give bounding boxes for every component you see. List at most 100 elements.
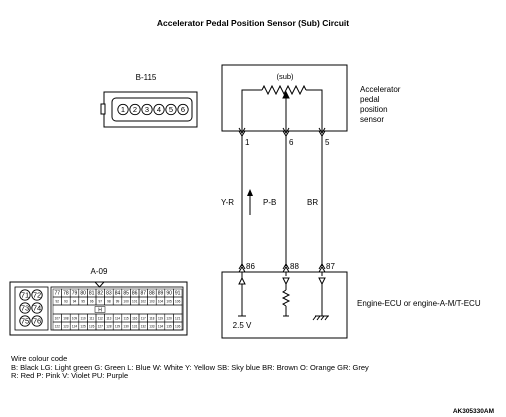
a09-cell-label: 129 [115, 325, 121, 329]
connector-a09-label: A-09 [91, 267, 108, 276]
a09-cell-label: 82 [98, 291, 104, 297]
b115-pin-label: 4 [157, 105, 161, 114]
sensor-sub-label: (sub) [276, 72, 294, 81]
a09-round-pin [19, 315, 31, 327]
a09-round-pin-label: 72 [33, 291, 41, 300]
b115-pin-label: 1 [121, 105, 125, 114]
a09-cell-label: 81 [89, 291, 95, 297]
a09-cell-label: 122 [55, 325, 61, 329]
a09-cell-label: 96 [90, 300, 94, 304]
a09-cell-label: 127 [98, 325, 104, 329]
a09-cell-label: 128 [106, 325, 112, 329]
legend-line-2: R: Red P: Pink V: Violet PU: Purple [11, 371, 129, 381]
a09-cell-label: 80 [80, 291, 86, 297]
wires [241, 136, 323, 266]
ecu-terminal-86: 86 [246, 262, 255, 271]
b115-pin [141, 103, 153, 116]
a09-round-pin [31, 302, 43, 314]
a09-cell [173, 321, 183, 331]
ecu-terminal-markers [238, 263, 326, 273]
a09-cell-label: 79 [72, 291, 78, 297]
b115-pin [117, 103, 129, 116]
voltage-source [238, 272, 246, 317]
ecu-box [221, 271, 348, 339]
sensor-terminal-5: 5 [325, 138, 330, 147]
sensor-terminal-markers [238, 127, 326, 137]
ecu-terminal-88: 88 [290, 262, 299, 271]
a09-round-pin-label: 75 [21, 317, 29, 326]
a09-cell-label: 97 [99, 300, 103, 304]
a09-cell-label: 125 [80, 325, 86, 329]
ecu-terminal-87: 87 [326, 262, 335, 271]
a09-cell-label: 114 [115, 317, 120, 321]
b115-pin-label: 2 [133, 105, 137, 114]
a09-cell-label: 85 [123, 291, 129, 297]
a09-cell-label: 108 [63, 317, 69, 321]
a09-cell-label: 107 [55, 317, 61, 321]
a09-round-pin-label: 71 [21, 291, 29, 300]
voltage-label: 2.5 V [233, 321, 252, 330]
a09-cell-label: 84 [115, 291, 121, 297]
a09-mid-band [52, 304, 183, 315]
a09-cell-label: 116 [132, 317, 137, 321]
a09-round-pin [31, 315, 43, 327]
a09-round-pin [19, 302, 31, 314]
a09-round-pin [31, 289, 43, 301]
sensor-terminal-6: 6 [289, 138, 294, 147]
a09-cell-label: 119 [158, 317, 163, 321]
a09-cell-label: 132 [141, 325, 147, 329]
a09-round-pin-label: 73 [21, 304, 29, 313]
a09-cell-label: 98 [107, 300, 111, 304]
a09-cell-label: 136 [175, 325, 181, 329]
a09-cell-label: 110 [81, 317, 86, 321]
a09-cell-label: 123 [63, 325, 69, 329]
a09-cell-label: 87 [141, 291, 147, 297]
a09-cell-label: 131 [132, 325, 138, 329]
a09-cell-label: 101 [132, 300, 138, 304]
a09-cell-label: 120 [166, 317, 172, 321]
sensor-name-line-1: Accelerator [360, 85, 401, 94]
connector-b115-label: B-115 [136, 73, 157, 82]
b115-pin [153, 103, 165, 116]
a09-cell-label: 93 [64, 300, 68, 304]
a09-cell-label: 124 [72, 325, 78, 329]
wire-colour-legend: Wire colour code B: Black LG: Light gree… [11, 354, 369, 381]
a09-cell-label: 90 [166, 291, 172, 297]
wire-code-br: BR [307, 198, 318, 207]
sensor-name-line-2: pedal [360, 95, 380, 104]
a09-round-pin-label: 76 [33, 317, 41, 326]
a09-cell-label: 99 [116, 300, 120, 304]
sensor-name: Accelerator pedal position sensor [360, 85, 401, 124]
a09-key [94, 306, 106, 313]
a09-cell-label: 91 [175, 291, 181, 297]
b115-pin [165, 103, 177, 116]
a09-cell-label: 112 [98, 317, 103, 321]
diagram-title: Accelerator Pedal Position Sensor (Sub) … [157, 18, 349, 28]
sensor-name-line-3: position [360, 105, 388, 114]
a09-cell-label: 121 [175, 317, 181, 321]
a09-cell-label: 117 [141, 317, 146, 321]
resistor [281, 272, 291, 317]
a09-cell-label: 118 [149, 317, 154, 321]
signal-arrow-icon [247, 189, 253, 215]
sensor-terminal-1: 1 [245, 138, 250, 147]
a09-mid-label: H [98, 308, 102, 314]
legend-heading: Wire colour code [11, 354, 68, 363]
a09-cell-label: 86 [132, 291, 138, 297]
a09-cell-label: 103 [149, 300, 155, 304]
a09-cell-label: 130 [123, 325, 129, 329]
ground-icon [312, 272, 329, 321]
b115-pin [129, 103, 141, 116]
a09-round-pin-label: 74 [33, 304, 41, 313]
legend-line-1: B: Black LG: Light green G: Green L: Blu… [11, 362, 369, 372]
figure-code: AK305330AM [453, 408, 494, 415]
a09-cell-label: 100 [123, 300, 129, 304]
b115-pin-label: 6 [181, 105, 185, 114]
a09-cell-label: 105 [166, 300, 172, 304]
a09-cell-label: 134 [158, 325, 164, 329]
a09-cell-label: 133 [149, 325, 155, 329]
b115-pin [177, 103, 189, 116]
